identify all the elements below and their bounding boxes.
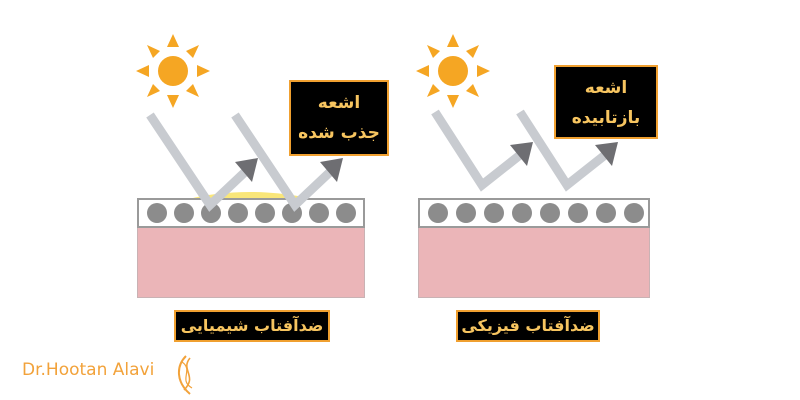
callout-line-1: اشعه	[584, 78, 628, 98]
physical-title: ضدآفتاب فیزیکی	[456, 310, 600, 342]
sun-icon	[136, 34, 210, 108]
callout-line-2: جذب شده	[298, 123, 380, 143]
logo-text: Dr.Hootan Alavi	[22, 360, 155, 380]
logo-emblem-icon	[178, 355, 193, 395]
sun-icon	[416, 34, 490, 108]
skin-layer	[418, 228, 650, 298]
reflected-rays-callout: اشعه بازتابیده	[554, 65, 658, 139]
callout-line-2: بازتابیده	[571, 108, 641, 128]
callout-line-1: اشعه	[317, 93, 361, 113]
particles	[147, 203, 356, 223]
skin-layer	[137, 228, 365, 298]
uv-rays	[146, 112, 343, 212]
particles	[428, 203, 644, 223]
absorbed-rays-callout: اشعه جذب شده	[289, 80, 389, 156]
uv-rays	[431, 109, 618, 192]
chemical-title: ضدآفتاب شیمیایی	[174, 310, 330, 342]
